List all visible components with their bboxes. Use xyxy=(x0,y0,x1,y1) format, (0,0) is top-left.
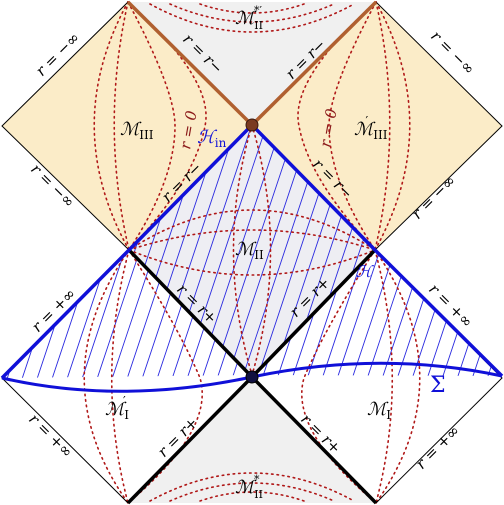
label-m-i: ℳI xyxy=(367,399,391,422)
hatch-line xyxy=(374,250,476,376)
hatch-line xyxy=(359,250,461,376)
hatch-line xyxy=(119,250,221,378)
hatch-line xyxy=(314,250,416,376)
label-r-plus-inf-bottom-left: r = +∞ xyxy=(25,410,76,461)
label-m-ii-star-prime: ℳII*′ xyxy=(235,4,263,32)
label-m-i-prime: ℳI′ xyxy=(105,394,129,422)
hatch-line xyxy=(29,250,131,378)
hatch-line xyxy=(2,250,11,378)
hatch-line xyxy=(179,250,252,378)
label-r-plus-inf-bottom-right: r = +∞ xyxy=(412,422,463,473)
label-h-in: ℋin xyxy=(197,127,227,150)
hatch-line xyxy=(164,250,252,378)
label-m-iii: ℳIII xyxy=(120,119,154,142)
hatch-line xyxy=(59,250,161,378)
event-horizons xyxy=(126,248,378,505)
hatch-line xyxy=(194,250,252,378)
hatch-line xyxy=(404,250,502,376)
label-h: ℋ xyxy=(356,262,374,281)
label-m-iii-prime: ℳIII′ xyxy=(354,114,388,142)
hatch-line xyxy=(44,250,146,378)
hatch-line xyxy=(494,250,502,376)
hatch-line xyxy=(329,250,431,376)
label-m-ii: ℳII xyxy=(235,239,264,262)
hatch-line xyxy=(134,250,236,378)
hatch-line xyxy=(269,250,371,376)
label-sigma: Σ xyxy=(430,373,446,398)
hatch-line xyxy=(389,250,491,376)
hatch-line xyxy=(419,250,502,376)
label-m-ii-star: ℳII* xyxy=(235,473,263,501)
hatch-line xyxy=(104,250,206,378)
hatch-line xyxy=(434,250,502,376)
cauchy-horizon-upper xyxy=(126,0,378,127)
hatch-line xyxy=(284,250,386,376)
hatch-line xyxy=(89,250,191,378)
hatch-line xyxy=(344,250,446,376)
hatch-line xyxy=(449,250,502,376)
hatch-line xyxy=(479,250,502,376)
region-m-ii-star xyxy=(128,378,376,503)
bifurcation-point-center xyxy=(245,370,259,384)
region-m-ii-star-prime xyxy=(128,2,376,125)
bifurcation-point-top xyxy=(245,118,259,132)
hatch-line xyxy=(149,250,251,378)
hatch-line xyxy=(74,250,176,378)
